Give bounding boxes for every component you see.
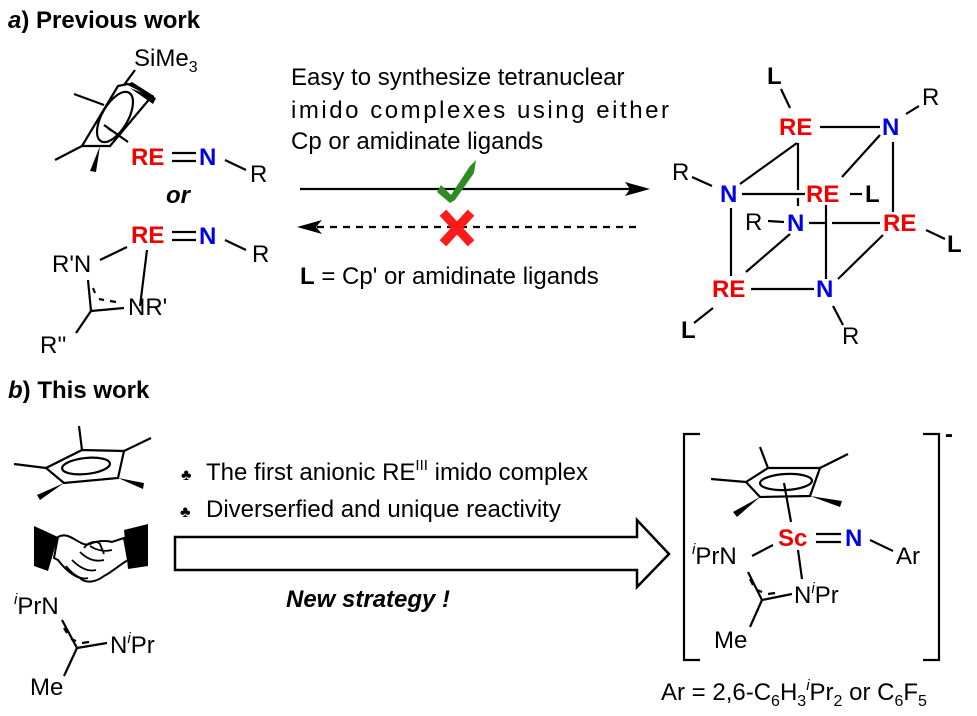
forward-reaction-arrow [300,182,650,196]
cubane-n-3: N [787,210,804,237]
product-metal: Sc [778,525,807,552]
charge-label: - [945,421,953,448]
cubane-n-4: N [816,276,833,303]
club-icon: ♣ [181,467,192,484]
panel-a-heading: a) Previous work [8,7,201,34]
imido-n-label: N [199,144,216,171]
cubane-metal-3: RE [883,210,916,237]
r-label: R [250,161,267,188]
cp-substituent-label: SiMe3 [134,45,198,76]
ligand-definition: L = Cp' or amidinate ligands [300,263,599,290]
handshake-icon [34,524,148,583]
reactant-amidinate-n1: iPrN [14,591,59,620]
metal-label-2: RE [131,222,164,249]
product-aryl: Ar [896,543,920,570]
cubane-metal-4: RE [712,276,745,303]
amidinate-n2-label: NR' [128,294,167,321]
tetranuclear-cubane [691,88,946,326]
cubane-metal-1: RE [779,114,812,141]
bullet-2: Diverserfied and unique reactivity [206,496,561,523]
cp-prime-ring [54,69,156,172]
amidinate-n1-label: R'N [52,251,91,278]
product-amidinate-n1: iPrN [692,541,737,570]
metal-label: RE [131,144,164,171]
product-amidinate-n2: NiPr [794,580,839,609]
right-bracket [923,432,941,662]
description-line-1: Easy to synthesize tetranuclear [291,64,625,91]
cubane-n-2: N [720,181,737,208]
r-label-2: R [252,241,269,268]
description-line-2: imido complexes using either [291,97,669,124]
amidinate-c-substituent: R'' [40,332,67,359]
reactant-amidinate-c-sub: Me [30,674,63,701]
cubane-r-1: R [922,84,939,111]
imido-n-label-2: N [199,223,216,250]
cubane-r-4: R [842,323,859,350]
left-bracket [682,432,700,662]
cross-icon [439,209,475,247]
cubane-ligand-2: L [865,181,880,208]
panel-b-heading: b) This work [8,377,150,404]
cubane-r-2: R [672,159,689,186]
check-icon [437,160,476,203]
bullet-1: The first anionic REIII imido complex [206,457,588,486]
aryl-definition: Ar = 2,6-C6H3iPr2 or C6F5 [661,677,927,710]
product-amidinate-c-sub: Me [714,627,747,654]
product-imido-n: N [845,525,862,552]
cp-star-ring [13,425,152,500]
club-icon: ♣ [180,504,191,521]
product-cp-star [710,446,849,523]
strategy-arrow [173,516,671,591]
cubane-ligand-3: L [947,231,962,258]
description-line-3: Cp or amidinate ligands [291,128,543,155]
cubane-ligand-4: L [681,317,696,344]
reactant-amidinate-n2: NiPr [110,630,155,659]
cubane-r-3: R [745,209,762,236]
reverse-reaction-arrow [297,220,641,234]
cubane-metal-2: RE [806,181,839,208]
cubane-ligand-1: L [767,63,782,90]
cubane-n-1: N [882,114,899,141]
arrow-caption: New strategy ! [286,586,450,613]
or-label: or [166,182,192,209]
